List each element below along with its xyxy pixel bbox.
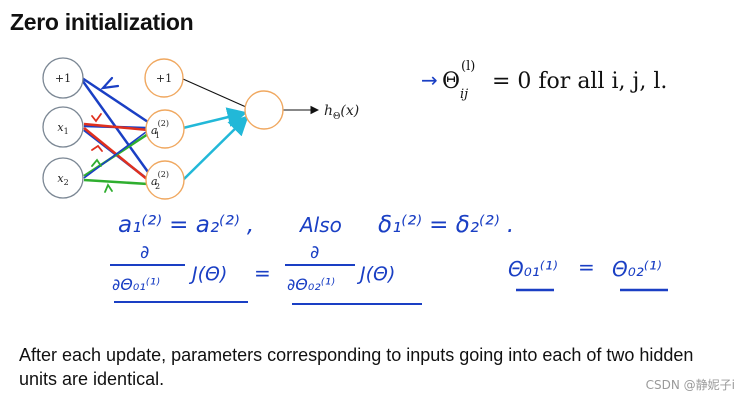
edge-bias-to-a1 — [81, 76, 149, 124]
green-tick-1 — [91, 158, 102, 167]
hand-partial-num-1: ∂ — [140, 242, 149, 263]
node-hidden-a2 — [145, 160, 185, 200]
node-input-x1 — [42, 106, 84, 148]
hand-also: Also — [298, 213, 342, 237]
green-tick-2 — [104, 183, 113, 193]
input-layer: +1 x1 x2 — [42, 57, 84, 199]
blue-check-mark — [100, 76, 120, 90]
node-input-x2-label: x2 — [57, 172, 68, 187]
watermark: CSDN @静妮子i — [645, 378, 735, 392]
formula-subscript: ij — [460, 87, 468, 102]
node-input-bias — [42, 57, 84, 99]
hand-partial-den-1: ∂Θ₀₁⁽¹⁾ — [112, 275, 160, 294]
red-tick-1 — [91, 113, 102, 123]
hand-J-theta-2: J(Θ) — [356, 263, 395, 285]
edge-x2-to-a1-blue — [83, 131, 147, 179]
slide-caption: After each update, parameters correspond… — [19, 345, 694, 389]
output-layer: hΘ(x) — [244, 90, 359, 130]
hand-equals-1: = — [254, 261, 271, 285]
edges-input-to-hidden — [80, 76, 150, 186]
edge-hbias-to-out — [182, 78, 247, 108]
handwritten-line-1: a₁⁽²⁾ = a₂⁽²⁾ , Also δ₁⁽²⁾ = δ₂⁽²⁾ . — [118, 212, 514, 238]
hand-partial-den-2: ∂Θ₀₂⁽¹⁾ — [287, 275, 335, 294]
formula-theta: Θ — [442, 69, 460, 94]
edge-x1-to-a1-red — [83, 122, 149, 132]
zero-init-formula: → Θ (l) ij = 0 for all i, j, l. — [421, 59, 667, 102]
hand-J-theta-1: J(Θ) — [188, 263, 227, 285]
output-hypothesis-label: hΘ(x) — [324, 103, 359, 122]
red-tick-2 — [91, 144, 103, 152]
node-hidden-a1 — [145, 109, 185, 149]
node-hidden-a1-label: a(2)1 — [151, 119, 169, 140]
hand-theta-01: Θ₀₁⁽¹⁾ — [508, 257, 558, 281]
node-input-x2 — [42, 157, 84, 199]
node-input-x1-label: x1 — [57, 121, 68, 136]
node-hidden-bias — [144, 58, 184, 98]
node-hidden-a2-label: a(2)2 — [151, 170, 169, 191]
formula-equals-text: = 0 for all i, j, l. — [492, 69, 667, 94]
formula-superscript: (l) — [461, 59, 475, 74]
hidden-layer: +1 a(2)1 a(2)2 — [144, 58, 185, 200]
hand-a-equality: a₁⁽²⁾ = a₂⁽²⁾ , — [118, 212, 254, 238]
hand-partial-num-2: ∂ — [310, 242, 319, 263]
edges-hidden-to-output — [182, 78, 320, 181]
edge-a1-to-out — [182, 107, 248, 130]
handwritten-line-2: ∂ ∂Θ₀₁⁽¹⁾ J(Θ) = ∂ ∂Θ₀₂⁽¹⁾ J(Θ) Θ₀₁⁽¹⁾ =… — [110, 242, 668, 305]
formula-pen-arrow: → — [421, 68, 438, 92]
hand-delta-equality: δ₁⁽²⁾ = δ₂⁽²⁾ . — [378, 212, 514, 238]
edge-a2-to-out — [182, 115, 249, 181]
edge-x2-to-a2-green — [83, 178, 149, 186]
hand-equals-2: = — [578, 255, 595, 279]
node-input-bias-label: +1 — [55, 72, 71, 85]
pen-marks — [91, 76, 120, 193]
node-hidden-bias-label: +1 — [156, 72, 172, 85]
slide-title: Zero initialization — [10, 9, 194, 35]
hand-theta-02: Θ₀₂⁽¹⁾ — [612, 257, 662, 281]
node-output — [244, 90, 284, 130]
